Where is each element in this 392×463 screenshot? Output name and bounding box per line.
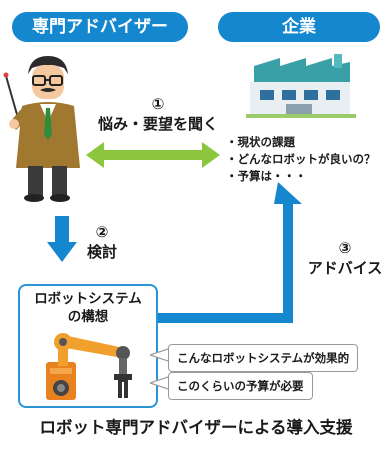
company-note-item: ・予算は・・・ [226,169,307,183]
robot-box-title-line1: ロボットシステム [34,291,142,307]
step1-text: 悩み・要望を聞く [97,115,218,133]
factory-illustration [246,54,356,118]
step3-text: アドバイス [307,259,383,277]
callout-effective: こんなロボットシステムが効果的 [168,344,359,372]
robot-box-title-line2: の構想 [67,309,109,325]
step2-number: ② [95,223,109,241]
company-header-label: 企業 [282,17,316,37]
company-note-item: ・現状の課題 [226,135,295,149]
advisor-illustration [3,56,80,202]
company-note-item: ・どんなロボットが良いの？ [226,152,376,166]
step3-label: ③ アドバイス [298,238,392,278]
footer-title-text: ロボット専門アドバイザーによる導入支援 [39,418,353,437]
advisor-header-label: 専門アドバイザー [32,17,168,37]
advisor-header: 専門アドバイザー [12,12,188,42]
robot-box-title: ロボットシステム の構想 [20,290,156,326]
step1-number: ① [151,95,165,113]
callout-budget-text: このくらいの予算が必要 [177,379,304,393]
step2-down-arrow [47,216,77,262]
footer-title: ロボット専門アドバイザーによる導入支援 [0,417,392,439]
callout-effective-text: こんなロボットシステムが効果的 [177,351,350,365]
step1-label: ① 悩み・要望を聞く [96,94,220,134]
callout-budget: このくらいの予算が必要 [168,372,313,400]
step2-text: 検討 [86,243,117,261]
step3-advice-arrow [150,182,302,323]
robot-system-box: ロボットシステム の構想 [18,284,158,408]
step3-number: ③ [338,239,352,257]
company-header: 企業 [218,12,380,42]
step2-label: ② 検討 [82,222,122,262]
company-notes: ・現状の課題 ・どんなロボットが良いの？ ・予算は・・・ [226,134,392,185]
step1-double-arrow [86,142,220,168]
robot-arm-illustration [46,333,132,400]
